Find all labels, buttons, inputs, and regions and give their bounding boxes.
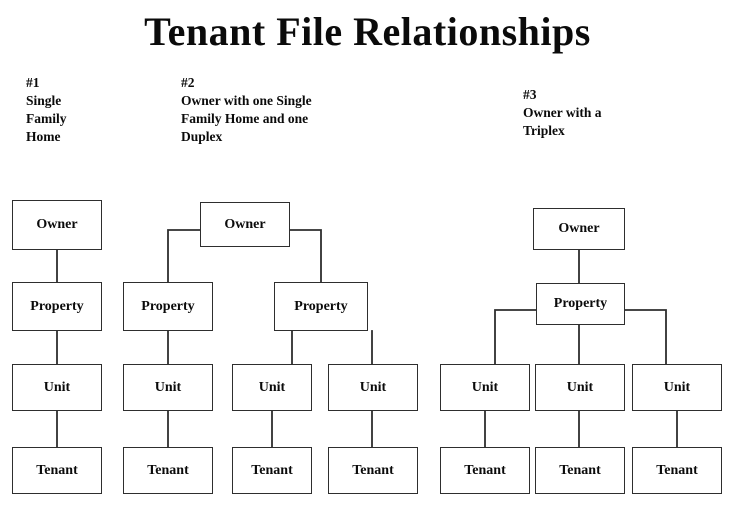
tree2-owner-box[interactable]: Owner [200, 202, 290, 247]
tree3-tenant-box-2-label: Tenant [559, 462, 601, 478]
tree2-unit-box-3-label: Unit [359, 379, 387, 395]
tree1-unit-box-label: Unit [43, 379, 71, 395]
tree3-unit-box-2-label: Unit [566, 379, 594, 395]
tree3-tenant-box-1[interactable]: Tenant [440, 447, 530, 494]
tree2-owner-box-label: Owner [224, 216, 266, 232]
tree2-owner-to-property-1 [167, 229, 201, 283]
tree2-tenant-box-3[interactable]: Tenant [328, 447, 418, 494]
tree1-owner-box-label: Owner [36, 217, 78, 232]
tree1-owner-box[interactable]: Owner [12, 200, 102, 250]
caption-3-line: Triplex [523, 123, 565, 138]
tree2-tenant-box-2[interactable]: Tenant [232, 447, 312, 494]
tree1-property-box[interactable]: Property [12, 282, 102, 331]
tree3-unit-box-3-label: Unit [663, 379, 691, 395]
caption-3-line: #3 [523, 87, 537, 102]
tree3-unit-box-1[interactable]: Unit [440, 364, 530, 411]
tree3-unit-box-3[interactable]: Unit [632, 364, 722, 411]
caption-2-line: #2 [181, 75, 195, 90]
tree1-property-box-label: Property [30, 298, 84, 314]
tree3-property-box-label: Property [553, 296, 608, 311]
tree3-tenant-box-2[interactable]: Tenant [535, 447, 625, 494]
caption-3-line: Owner with a [523, 105, 602, 120]
tree2-owner-to-property-2 [289, 229, 322, 283]
tree3-property-to-unit-1 [494, 309, 537, 365]
tree3-unit-box-1-label: Unit [471, 379, 499, 395]
tree2-unit-box-2[interactable]: Unit [232, 364, 312, 411]
tree3-owner-box-label: Owner [558, 221, 600, 236]
tree1-tenant-box[interactable]: Tenant [12, 447, 102, 494]
tree1-unit-box[interactable]: Unit [12, 364, 102, 411]
tree3-owner-box[interactable]: Owner [533, 208, 625, 250]
page-title: Tenant File Relationships [144, 9, 591, 54]
tree1-tenant-box-label: Tenant [36, 462, 78, 478]
tree2-property-box-1[interactable]: Property [123, 282, 213, 331]
tree2-unit-box-1-label: Unit [154, 379, 182, 395]
caption-1-line: Single [26, 93, 62, 108]
tree2-unit-box-3[interactable]: Unit [328, 364, 418, 411]
caption-2-line: Family Home and one [181, 111, 309, 126]
tree2-tenant-box-3-label: Tenant [352, 462, 394, 478]
caption-2-line: Duplex [181, 129, 223, 144]
tree2-property-box-2[interactable]: Property [274, 282, 368, 331]
tree3-property-to-unit-3 [624, 309, 667, 365]
tree2-tenant-box-1-label: Tenant [147, 462, 189, 478]
tree2-unit-box-1[interactable]: Unit [123, 364, 213, 411]
tree3-property-box[interactable]: Property [536, 283, 625, 325]
tree3-tenant-box-1-label: Tenant [464, 462, 506, 478]
tree2-property-box-2-label: Property [294, 298, 348, 314]
tree2-unit-box-2-label: Unit [258, 379, 286, 395]
caption-1-line: Family [26, 111, 67, 126]
tree3-unit-box-2[interactable]: Unit [535, 364, 625, 411]
caption-1-line: #1 [26, 75, 40, 90]
tree2-property-box-1-label: Property [141, 298, 195, 314]
tree2-tenant-box-2-label: Tenant [251, 462, 293, 478]
caption-2-line: Owner with one Single [181, 93, 312, 108]
tree3-tenant-box-3-label: Tenant [656, 462, 698, 478]
tree2-tenant-box-1[interactable]: Tenant [123, 447, 213, 494]
caption-1-line: Home [26, 129, 61, 144]
tree3-tenant-box-3[interactable]: Tenant [632, 447, 722, 494]
